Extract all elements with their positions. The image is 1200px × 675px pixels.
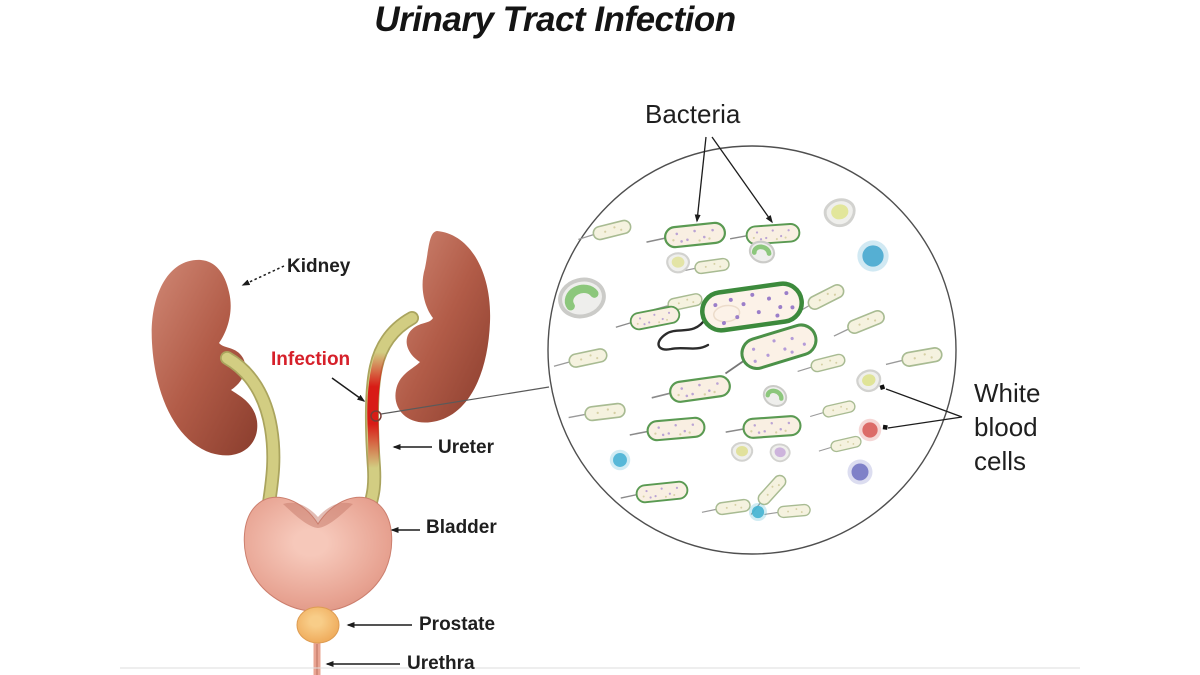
white-blood-cell-icon	[665, 251, 691, 275]
label-bladder: Bladder	[426, 517, 497, 538]
kidney-arrow	[241, 265, 285, 286]
wbc-pointer-1	[885, 388, 963, 418]
white-blood-cell-icon	[857, 240, 889, 272]
magnifier-leader-line	[380, 386, 550, 415]
label-bacteria: Bacteria	[645, 99, 741, 129]
label-infection: Infection	[271, 349, 351, 370]
white-blood-cell-icon	[847, 459, 873, 485]
label-prostate: Prostate	[419, 614, 496, 635]
wbc-pointer-2	[887, 416, 963, 429]
magnified-view	[547, 145, 957, 555]
left-ureter	[220, 351, 281, 510]
bladder	[243, 496, 393, 612]
bacteria-group	[551, 218, 944, 520]
bacteria-pointer-2	[711, 136, 773, 224]
page-title: Urinary Tract Infection	[374, 0, 736, 39]
white-blood-cell-icon	[609, 449, 631, 471]
left-kidney	[151, 259, 258, 456]
infection-site	[367, 350, 386, 470]
bladder-top-shading	[283, 502, 353, 528]
label-ureter: Ureter	[438, 437, 494, 458]
label-kidney: Kidney	[287, 256, 351, 277]
white-blood-cell-icon	[730, 441, 754, 462]
prostate	[296, 606, 340, 644]
flagellum	[657, 316, 710, 351]
infection-marker-ring	[370, 410, 382, 422]
right-kidney	[395, 231, 491, 423]
callout-arrows	[241, 136, 963, 667]
white-blood-cell-icon	[858, 418, 882, 442]
label-white-blood-cells: White blood cells	[974, 378, 1041, 476]
infection-arrow	[331, 377, 366, 402]
white-blood-cell-icon	[749, 503, 767, 521]
bacteria-pointer-1	[694, 136, 707, 223]
label-urethra: Urethra	[407, 653, 475, 674]
